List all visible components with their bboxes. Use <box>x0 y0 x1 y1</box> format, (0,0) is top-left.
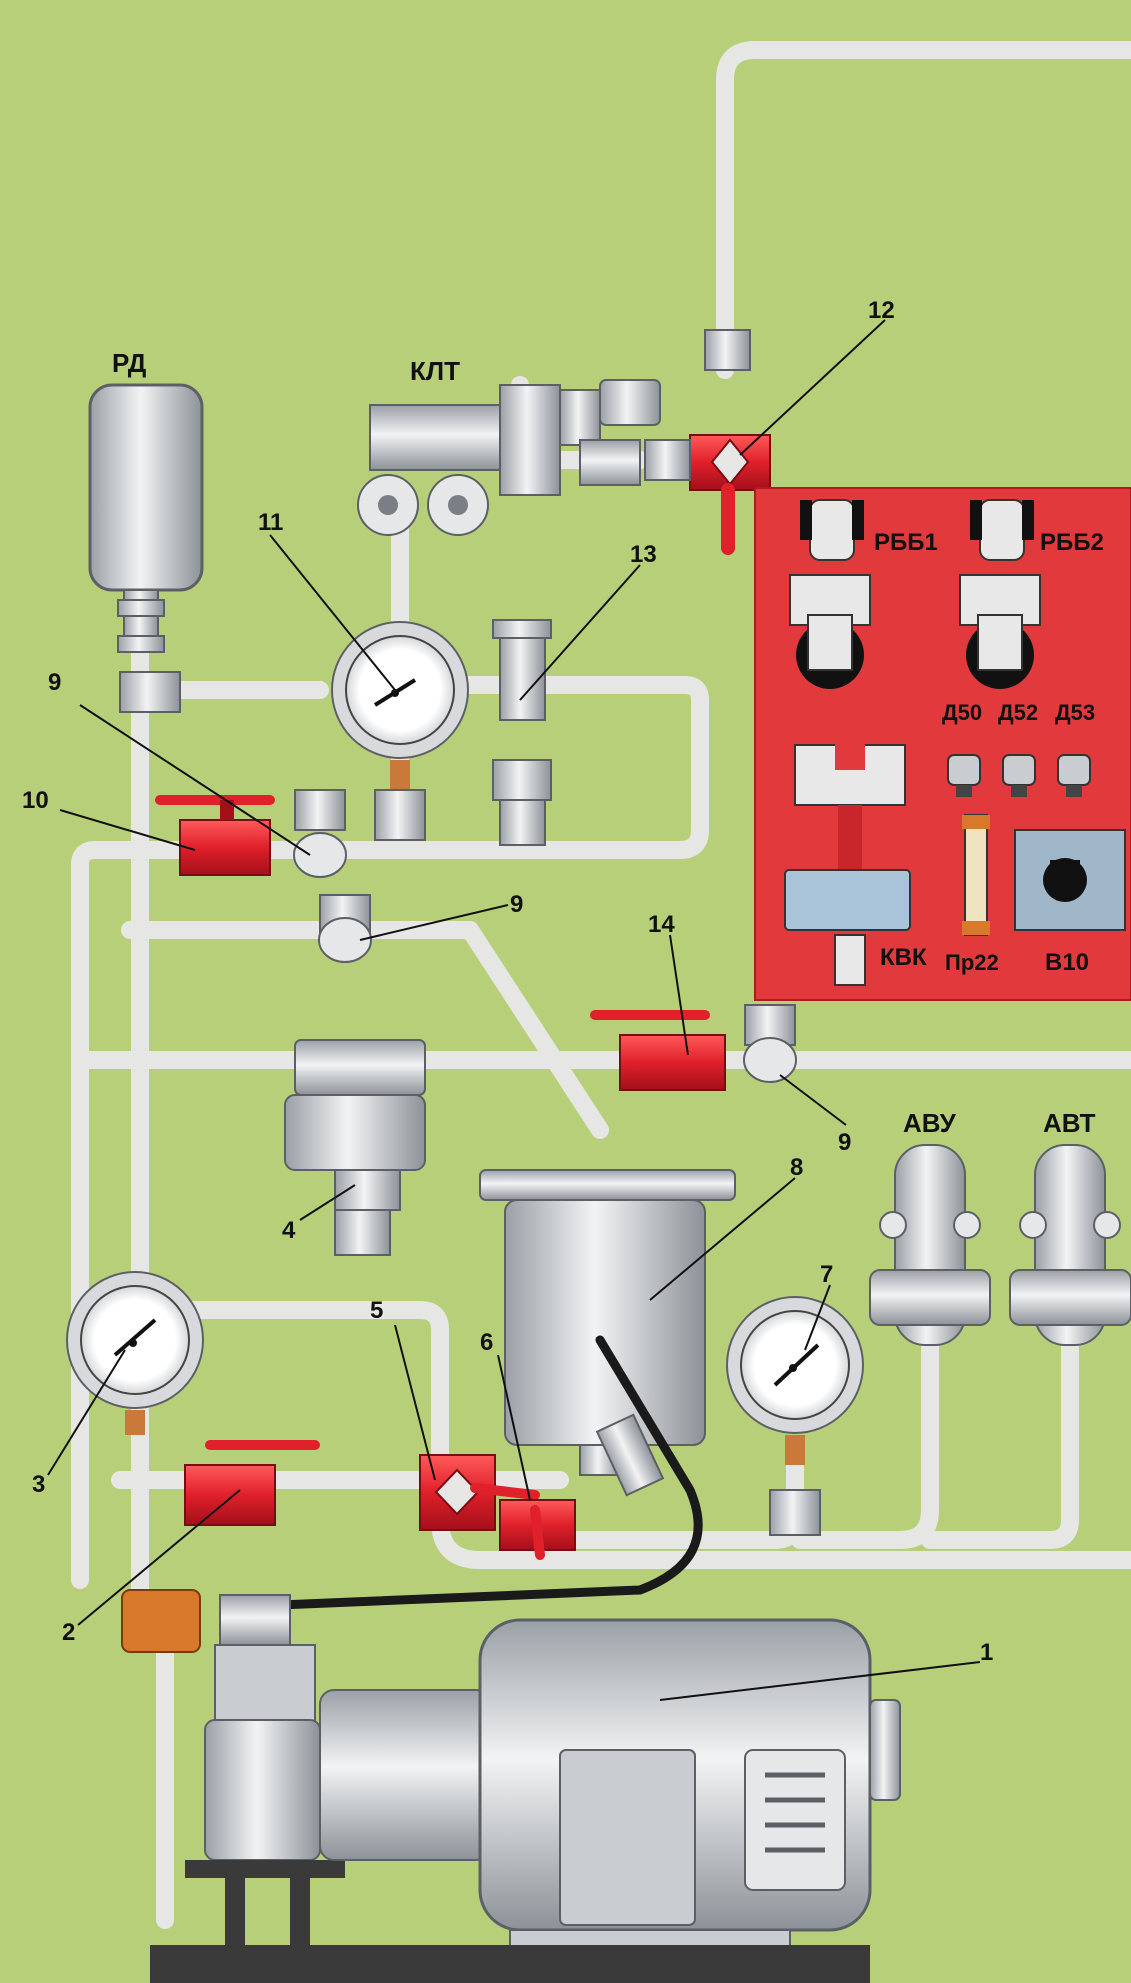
intake-filter <box>121 1589 201 1653</box>
label-d50: Д50 <box>942 700 982 725</box>
kvk-contactor <box>784 740 911 986</box>
gauge-7 <box>726 1296 864 1536</box>
compressor <box>185 1594 345 1948</box>
d50-fuse <box>947 754 981 797</box>
label-v10: В10 <box>1045 949 1089 976</box>
gauge-3 <box>66 1271 204 1435</box>
label-rbb2: РББ2 <box>1040 529 1104 556</box>
callout-5: 5 <box>370 1297 383 1324</box>
control-panel <box>754 487 1131 1001</box>
callout-12: 12 <box>868 297 895 324</box>
hose-fitting <box>595 1413 665 1497</box>
b10-switch <box>1014 829 1126 931</box>
label-rbb1: РББ1 <box>874 529 938 556</box>
callout-9c: 9 <box>838 1129 851 1156</box>
callout-9b: 9 <box>510 891 523 918</box>
air-hose <box>275 1335 703 1610</box>
filter-13 <box>492 619 552 846</box>
d52-fuse <box>1002 754 1036 797</box>
avu-switch <box>869 1144 991 1346</box>
klt-valve-assembly <box>357 379 661 536</box>
d53-fuse <box>1057 754 1091 797</box>
rbb2-switch <box>959 499 1041 689</box>
label-klt: КЛТ <box>410 356 460 386</box>
tee-fitting-9-c <box>743 1004 797 1083</box>
valve-6 <box>499 1499 576 1560</box>
callout-3: 3 <box>32 1471 45 1498</box>
valve-10 <box>155 795 275 876</box>
valve-2 <box>184 1440 320 1526</box>
callout-leaders <box>47 319 981 1701</box>
callout-10: 10 <box>22 787 49 814</box>
valve-12 <box>644 329 771 555</box>
label-rd: РД <box>112 348 147 378</box>
label-avt: АВТ <box>1043 1108 1096 1138</box>
callout-13: 13 <box>630 541 657 568</box>
callout-1: 1 <box>980 1639 993 1666</box>
label-pr22: Пр22 <box>945 950 999 975</box>
callout-2: 2 <box>62 1619 75 1646</box>
callout-7: 7 <box>820 1261 833 1288</box>
rd-reservoir <box>88 383 204 713</box>
base-plate <box>150 1945 870 1983</box>
tee-fitting-9-b <box>318 894 372 963</box>
label-d53: Д53 <box>1055 700 1095 725</box>
label-kvk: КВК <box>880 944 927 971</box>
gauge-11 <box>331 621 469 841</box>
callout-11: 11 <box>258 509 283 536</box>
label-d52: Д52 <box>998 700 1038 725</box>
tee-fitting-9-a <box>293 789 347 878</box>
pr22-fuse <box>962 814 990 936</box>
callout-6: 6 <box>480 1329 493 1356</box>
valve-14 <box>590 1010 726 1091</box>
label-avu: АВУ <box>903 1108 957 1138</box>
rbb1-switch <box>789 499 871 689</box>
callout-8: 8 <box>790 1154 803 1181</box>
callout-4: 4 <box>282 1217 296 1244</box>
avt-switch <box>1009 1144 1131 1346</box>
callout-9a: 9 <box>48 669 61 696</box>
callout-14: 14 <box>648 911 675 938</box>
